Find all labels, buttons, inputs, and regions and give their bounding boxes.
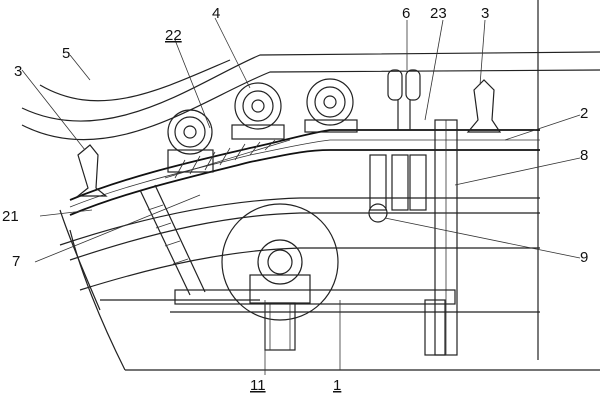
lower-belt	[59, 197, 540, 291]
idler-roller-3	[304, 78, 358, 133]
callout-1: 1	[333, 377, 341, 394]
idler-roller-2	[231, 82, 285, 140]
drive-drum	[221, 203, 339, 351]
hanger-rollers	[387, 69, 421, 130]
callout-labels: 3 5 22 4 6 23 3 2 8 21 7 9 11 1	[2, 5, 588, 394]
leader-lines	[21, 17, 581, 375]
callout-8: 8	[580, 147, 588, 164]
callout-6: 6	[402, 5, 410, 22]
callout-21: 21	[2, 208, 19, 225]
callout-4: 4	[212, 5, 220, 22]
callout-9: 9	[580, 249, 588, 266]
callout-3-right: 3	[481, 5, 489, 22]
vertical-post	[434, 119, 458, 356]
callout-23: 23	[430, 5, 447, 22]
callout-7: 7	[12, 253, 20, 270]
guide-bracket-left	[76, 144, 108, 197]
upper-belt	[69, 129, 540, 216]
callout-3-left: 3	[14, 63, 22, 80]
guide-bracket-right	[466, 79, 502, 133]
belt-clamp	[368, 154, 427, 223]
callout-11: 11	[250, 377, 266, 394]
roller-frame-hatching	[164, 139, 291, 179]
callout-5: 5	[62, 45, 70, 62]
callout-22: 22	[165, 27, 182, 44]
callout-2: 2	[580, 105, 588, 122]
housing-outline	[21, 0, 600, 371]
inclined-ladder	[139, 184, 206, 296]
base-beam	[170, 289, 540, 356]
idler-roller-1	[167, 109, 214, 173]
